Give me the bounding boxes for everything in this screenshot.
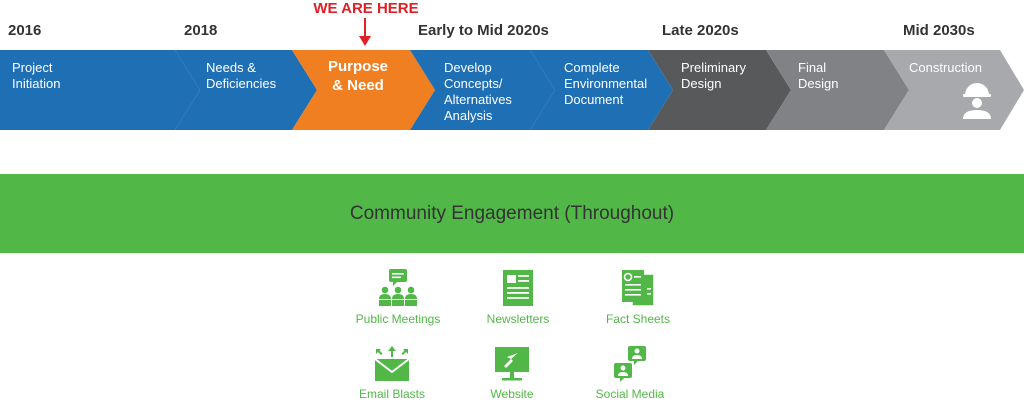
phase-label-construction: Construction [909,60,982,75]
phase-chevrons [0,50,1024,130]
tool-label: Fact Sheets [605,312,671,326]
phase-chevron-purpose-need [292,50,435,130]
phase-chevron-needs-deficiencies [175,50,317,130]
we-are-here-label: WE ARE HERE [313,0,419,17]
year-late-2020s: Late 2020s [662,22,739,39]
social-media-icon [614,346,646,382]
public-meetings-icon [379,269,417,306]
phase-label-needs-deficiencies: Needs &Deficiencies [206,60,277,91]
tool-label: Website [490,387,534,401]
construction-worker-icon [963,83,991,119]
tool-label: Public Meetings [355,312,441,326]
tool-label: Newsletters [486,312,550,326]
phase-chevron-develop-concepts [410,50,555,130]
phase-chevron-environmental-document [530,50,673,130]
year-2016: 2016 [8,22,42,39]
phase-chevron-preliminary-design [648,50,791,130]
tool-public-meetings: Public Meetings [333,268,463,326]
year-early-to-mid-2020s: Early to Mid 2020s [418,22,549,39]
phase-chevron-final-design [766,50,909,130]
tool-label: Email Blasts [358,387,426,401]
tool-label: Social Media [595,387,665,401]
year-2018: 2018 [184,22,218,39]
tool-social-media: Social Media [565,345,695,401]
phase-chevron-construction [884,50,1024,130]
down-arrow-icon [359,18,371,46]
newsletter-icon [503,270,533,306]
fact-sheet-icon [622,270,655,307]
year-mid-2030s: Mid 2030s [903,22,975,39]
tool-fact-sheets: Fact Sheets [573,268,703,326]
tool-email-blasts: Email Blasts [327,345,457,401]
community-engagement-title: Community Engagement (Throughout) [349,203,675,224]
phase-chevron-project-initiation [0,50,200,130]
email-icon [374,346,410,381]
community-engagement-banner: Community Engagement (Throughout) [0,174,1024,253]
phase-label-purpose-need: Purpose& Need [327,58,388,94]
website-icon [495,347,529,381]
tool-website: Website [447,345,577,401]
tool-newsletters: Newsletters [453,268,583,326]
